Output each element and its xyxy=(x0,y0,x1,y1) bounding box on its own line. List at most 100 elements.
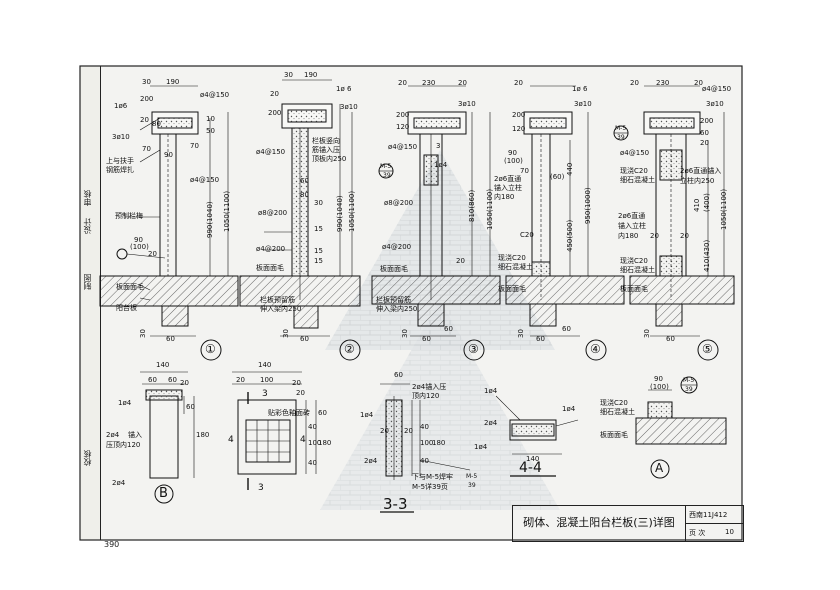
dt-section-mark: 3 xyxy=(262,389,268,399)
d5-ref: 39 xyxy=(617,134,625,141)
d4-rebar: 3ø10 xyxy=(574,100,592,108)
dt-dim: 20 xyxy=(236,376,245,384)
detail-2 xyxy=(239,79,361,337)
dt-section-mark: 4 xyxy=(228,435,234,445)
d3-dim: 60 xyxy=(422,335,431,343)
db-rebar: 1ø4 xyxy=(118,399,132,407)
page-no: 10 xyxy=(725,528,734,536)
d2-dim: 60 xyxy=(300,177,309,185)
d2-dim: 15 xyxy=(314,257,323,265)
title-block-divider xyxy=(685,523,743,524)
d4-dim: (100) xyxy=(504,157,523,165)
db-dim: 60 xyxy=(168,376,177,384)
d3-dim: 810(860) xyxy=(468,189,476,222)
db-dim: 60 xyxy=(186,403,195,411)
da-note: 细石混凝土 xyxy=(600,408,635,416)
s4-rebar: 2ø4 xyxy=(484,419,498,427)
d1-dim: 30 xyxy=(139,329,147,338)
d4-note: 现浇C20 xyxy=(498,254,526,262)
d3-dim: 120 xyxy=(396,123,410,131)
detail-5-marker xyxy=(697,339,719,361)
d1-note: 预制栏梅 xyxy=(115,212,143,220)
da-ref: 39 xyxy=(685,386,693,393)
dt-section-mark: 4 xyxy=(300,435,306,445)
d5-dim: 30 xyxy=(643,329,651,338)
d5-note: 内180 xyxy=(618,232,639,240)
d1-dim: 80 xyxy=(152,120,161,128)
d5-rebar: 2ø6直通 xyxy=(618,212,646,220)
sheet-border xyxy=(79,65,743,541)
da-note: 现浇C20 xyxy=(600,399,628,407)
d5-dim: 20 xyxy=(650,232,659,240)
dt-dim: 20 xyxy=(292,379,301,387)
s3-note: M-5详39页 xyxy=(412,483,448,491)
db-rebar: 2ø4 xyxy=(106,431,120,439)
d5-dim: 230 xyxy=(656,79,670,87)
d5-dim: (400) xyxy=(703,193,711,212)
d1-dim: 70 xyxy=(142,145,151,153)
d3-ref: M-5 xyxy=(380,163,392,170)
d3-rebar: ø8@200 xyxy=(384,199,414,207)
d5-note: 现浇C20 xyxy=(620,257,648,265)
d2-dim: 30 xyxy=(314,199,323,207)
d1-rebar: 1ø6 xyxy=(114,102,128,110)
d5-dim: 20 xyxy=(694,79,703,87)
s4-rebar: 1ø4 xyxy=(484,387,498,395)
d1-dim: 70 xyxy=(190,142,199,150)
d3-rebar: ø4@150 xyxy=(388,143,418,151)
d2-dim: 190 xyxy=(304,71,318,79)
d2-note: 栏板竖向 xyxy=(312,137,340,145)
d3-rebar: ø4@200 xyxy=(382,243,412,251)
d1-dim: 990(1040) xyxy=(206,201,214,238)
detail-4-marker xyxy=(585,339,607,361)
section-3-3 xyxy=(380,383,471,513)
d3-dim: 20 xyxy=(398,79,407,87)
d2-rebar: ø4@200 xyxy=(256,245,286,253)
s4-dim: 140 xyxy=(526,455,540,463)
d4-dim: (60) xyxy=(550,173,565,181)
s3-ref: 39 xyxy=(468,482,476,489)
dt-note: 贴彩色釉面砖 xyxy=(268,409,310,417)
s3-dim: 180 xyxy=(432,439,446,447)
d1-dim: 1050(1100) xyxy=(223,190,231,232)
detail-3 xyxy=(371,85,501,337)
db-dim: 60 xyxy=(148,376,157,384)
d3-ref: 39 xyxy=(383,172,391,179)
s3-rebar: 2ø4 xyxy=(364,457,378,465)
d1-dim: (100) xyxy=(130,243,149,251)
d2-dim: 60 xyxy=(300,335,309,343)
d1-dim: 60 xyxy=(166,335,175,343)
d5-note: 细石混凝土 xyxy=(620,176,655,184)
d1-dim: 200 xyxy=(140,95,154,103)
dt-dim: 100 xyxy=(260,376,274,384)
d3-dim: 200 xyxy=(396,111,410,119)
d5-rebar: 2ø6直通锚入 xyxy=(680,167,722,175)
d4-dim: 70 xyxy=(520,167,529,175)
d5-note: 立柱内250 xyxy=(680,177,715,185)
d1-dim: 20 xyxy=(140,116,149,124)
section-title-4-4: 4-4 xyxy=(519,460,542,476)
d3-dim: 20 xyxy=(458,79,467,87)
d4-dim: 450(500) xyxy=(566,219,574,252)
d1-dim: 90 xyxy=(164,151,173,159)
d2-dim: 15 xyxy=(314,225,323,233)
d4-dim: 90 xyxy=(508,149,517,157)
d4-dim: 120 xyxy=(512,125,526,133)
d5-dim: 200 xyxy=(700,117,714,125)
page-label: 页 次 xyxy=(689,529,706,537)
d4-dim: 30 xyxy=(517,329,525,338)
dt-dim: 100 xyxy=(308,439,322,447)
s3-ref: M-5 xyxy=(466,473,478,480)
s3-dim: 60 xyxy=(394,371,403,379)
dt-dim: 20 xyxy=(296,389,305,397)
detail-3-marker xyxy=(463,339,485,361)
da-dim: (100) xyxy=(650,383,669,391)
detail-number-5: ⑤ xyxy=(702,342,713,356)
d2-note: 栏板预留筋 xyxy=(260,296,295,304)
d3-note: 伸入梁内250 xyxy=(376,305,418,313)
d5-rebar: ø4@150 xyxy=(702,85,732,93)
detail-number-3: ③ xyxy=(468,342,479,356)
d2-dim: 20 xyxy=(270,90,279,98)
d5-ref: M-5 xyxy=(615,125,627,132)
